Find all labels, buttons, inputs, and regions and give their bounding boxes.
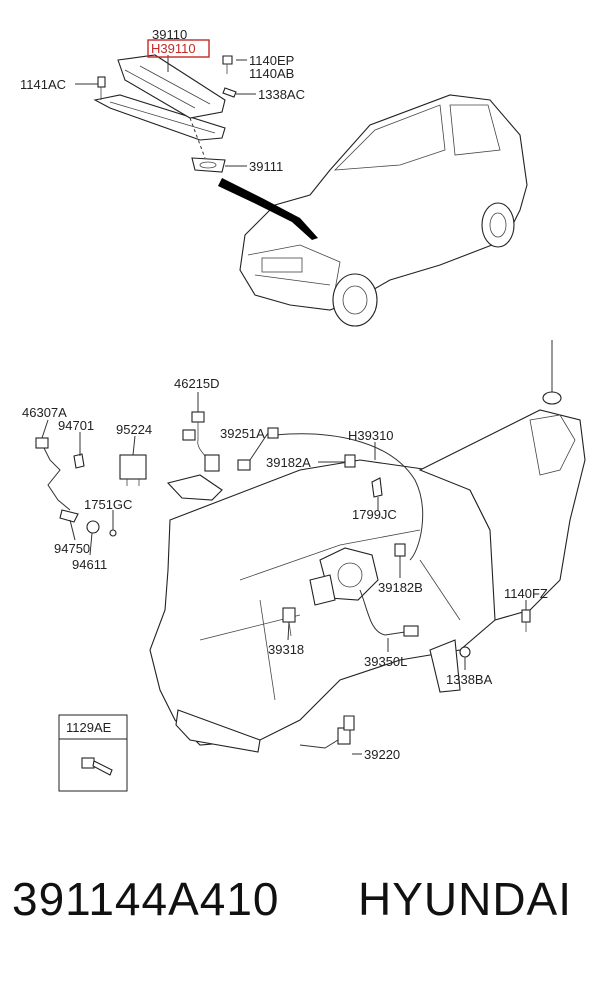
- label-39220: 39220: [364, 747, 400, 762]
- label-1140EP: 1140EP: [249, 53, 294, 68]
- label-94750: 94750: [54, 541, 90, 556]
- leader-lines: [41, 392, 527, 755]
- label-39182B: 39182B: [378, 580, 423, 595]
- callout-box-1129AE: [58, 714, 128, 792]
- label-1751GC: 1751GC: [84, 497, 132, 512]
- brand-name: HYUNDAI: [358, 873, 573, 925]
- label-1129AE: 1129AE: [66, 720, 112, 735]
- label-1338BA: 1338BA: [446, 672, 493, 687]
- engine-assembly: [35, 340, 586, 753]
- label-39318: 39318: [268, 642, 304, 657]
- label-46215D: 46215D: [174, 376, 220, 391]
- label-1799JC: 1799JC: [352, 507, 397, 522]
- label-1140FZ: 1140FZ: [504, 586, 548, 601]
- label-46307A: 46307A: [22, 405, 67, 420]
- label-39110: 39110: [152, 27, 187, 42]
- label-39182A: 39182A: [266, 455, 311, 470]
- label-94611: 94611: [72, 557, 107, 572]
- footer: 391144A410 HYUNDAI: [0, 872, 600, 952]
- parts-diagram: 39110 H39110 1140EP 1140AB 1141AC 1338AC…: [20, 27, 586, 792]
- label-1141AC: 1141AC: [20, 77, 66, 92]
- highlight-box-h39110: [147, 39, 210, 58]
- part-number: 391144A410: [12, 873, 280, 925]
- label-1338AC: 1338AC: [258, 87, 305, 102]
- label-h39310: H39310: [348, 428, 394, 443]
- part-labels: 39110 H39110 1140EP 1140AB 1141AC 1338AC…: [20, 27, 548, 762]
- label-94701: 94701: [58, 418, 94, 433]
- ecu-assembly: [75, 54, 256, 173]
- label-39350L: 39350L: [364, 654, 407, 669]
- label-h39110: H39110: [151, 41, 196, 56]
- label-39251A: 39251A: [220, 426, 265, 441]
- label-95224: 95224: [116, 422, 152, 437]
- vehicle-illustration: [218, 94, 528, 327]
- label-39111: 39111: [249, 159, 283, 174]
- label-1140AB: 1140AB: [249, 66, 294, 81]
